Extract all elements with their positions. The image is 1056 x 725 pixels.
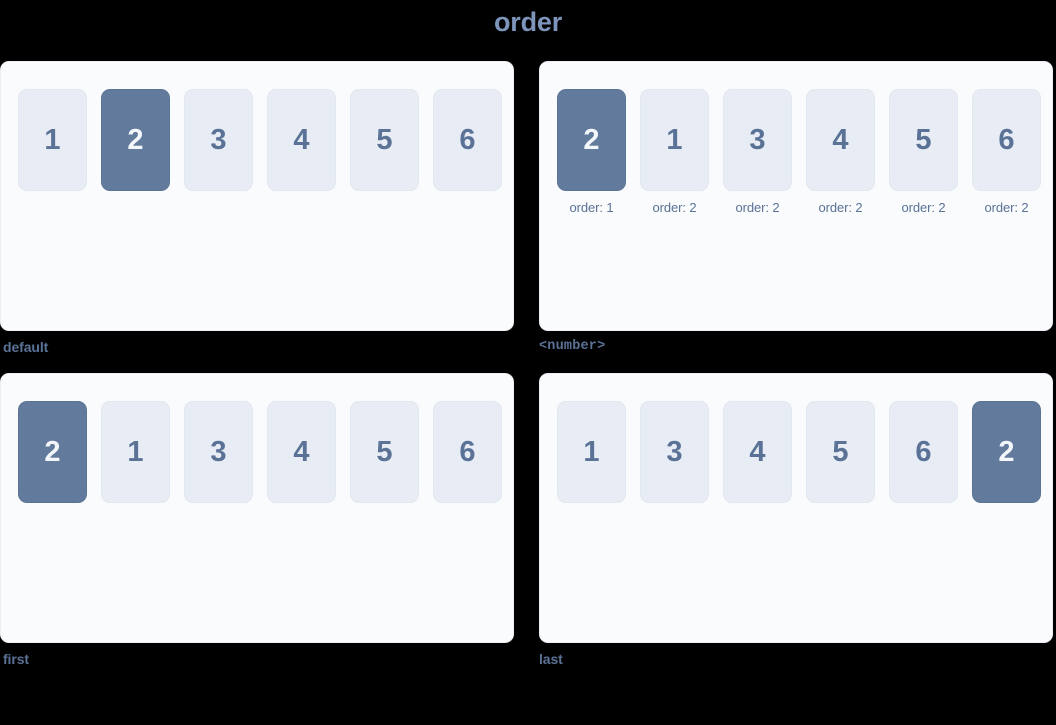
flex-item-wrapper: 4	[267, 89, 336, 191]
flex-item-box[interactable]: 4	[267, 401, 336, 503]
order-value-label: order: 2	[652, 200, 697, 215]
panel-caption: <number>	[539, 339, 606, 354]
order-value-label: order: 2	[984, 200, 1029, 215]
flex-item-box[interactable]: 1	[101, 401, 170, 503]
panel-caption: last	[539, 651, 563, 667]
flex-item-box[interactable]: 1	[18, 89, 87, 191]
flex-item-box[interactable]: 6	[972, 89, 1041, 191]
flex-item-box[interactable]: 5	[350, 89, 419, 191]
flex-item-box[interactable]: 6	[889, 401, 958, 503]
panel-caption: first	[3, 651, 29, 667]
flex-item-wrapper: 2	[18, 401, 87, 503]
flex-item-box[interactable]: 4	[267, 89, 336, 191]
flex-item-wrapper: 3	[184, 89, 253, 191]
flex-item-wrapper: 3 order: 2	[723, 89, 792, 215]
flex-item-wrapper: 5	[350, 401, 419, 503]
order-value-label: order: 2	[901, 200, 946, 215]
flex-item-wrapper: 6 order: 2	[972, 89, 1041, 215]
flex-item-box[interactable]: 3	[723, 89, 792, 191]
flex-item-wrapper: 2	[101, 89, 170, 191]
flex-item-wrapper: 2	[972, 401, 1041, 503]
flex-item-wrapper: 1	[557, 401, 626, 503]
order-demo-panel: 2 order: 1 1 order: 2 3 order: 2 4 order: 2 5 ord…	[539, 61, 1053, 354]
flex-item-wrapper: 1 order: 2	[640, 89, 709, 215]
page-title: order	[493, 7, 563, 37]
flex-item-wrapper: 4	[267, 401, 336, 503]
flex-item-box[interactable]: 6	[433, 89, 502, 191]
flex-item-wrapper: 6	[433, 89, 502, 191]
flex-item-box[interactable]: 4	[806, 89, 875, 191]
flex-item-wrapper: 1	[18, 89, 87, 191]
flex-item-box[interactable]: 3	[184, 401, 253, 503]
flex-item-box[interactable]: 1	[557, 401, 626, 503]
flex-item-wrapper: 2 order: 1	[557, 89, 626, 215]
flex-container-card: 2 order: 1 1 order: 2 3 order: 2 4 order: 2 5 ord…	[539, 61, 1053, 331]
flex-item-box[interactable]: 6	[433, 401, 502, 503]
flex-item-box[interactable]: 1	[640, 89, 709, 191]
flex-item-wrapper: 3	[640, 401, 709, 503]
flex-item-wrapper: 5	[350, 89, 419, 191]
flex-item-wrapper: 1	[101, 401, 170, 503]
order-value-label: order: 2	[735, 200, 780, 215]
order-value-label: order: 2	[818, 200, 863, 215]
flex-item-box[interactable]: 5	[350, 401, 419, 503]
flex-item-wrapper: 6	[889, 401, 958, 503]
flex-row: 2 order: 1 1 order: 2 3 order: 2 4 order: 2 5 ord…	[557, 89, 1041, 215]
flex-item-box[interactable]: 4	[723, 401, 792, 503]
flex-item-wrapper: 5	[806, 401, 875, 503]
flex-item-wrapper: 5 order: 2	[889, 89, 958, 215]
flex-item-box-highlighted[interactable]: 2	[18, 401, 87, 503]
flex-item-wrapper: 4 order: 2	[806, 89, 875, 215]
order-value-label: order: 1	[569, 200, 614, 215]
flex-item-box-highlighted[interactable]: 2	[101, 89, 170, 191]
flex-item-box[interactable]: 5	[889, 89, 958, 191]
flex-item-box[interactable]: 3	[184, 89, 253, 191]
flex-item-box-highlighted[interactable]: 2	[972, 401, 1041, 503]
flex-item-wrapper: 6	[433, 401, 502, 503]
flex-item-box[interactable]: 3	[640, 401, 709, 503]
flex-item-box-highlighted[interactable]: 2	[557, 89, 626, 191]
flex-item-wrapper: 3	[184, 401, 253, 503]
flex-item-wrapper: 4	[723, 401, 792, 503]
panel-caption: default	[3, 339, 49, 355]
flex-item-box[interactable]: 5	[806, 401, 875, 503]
